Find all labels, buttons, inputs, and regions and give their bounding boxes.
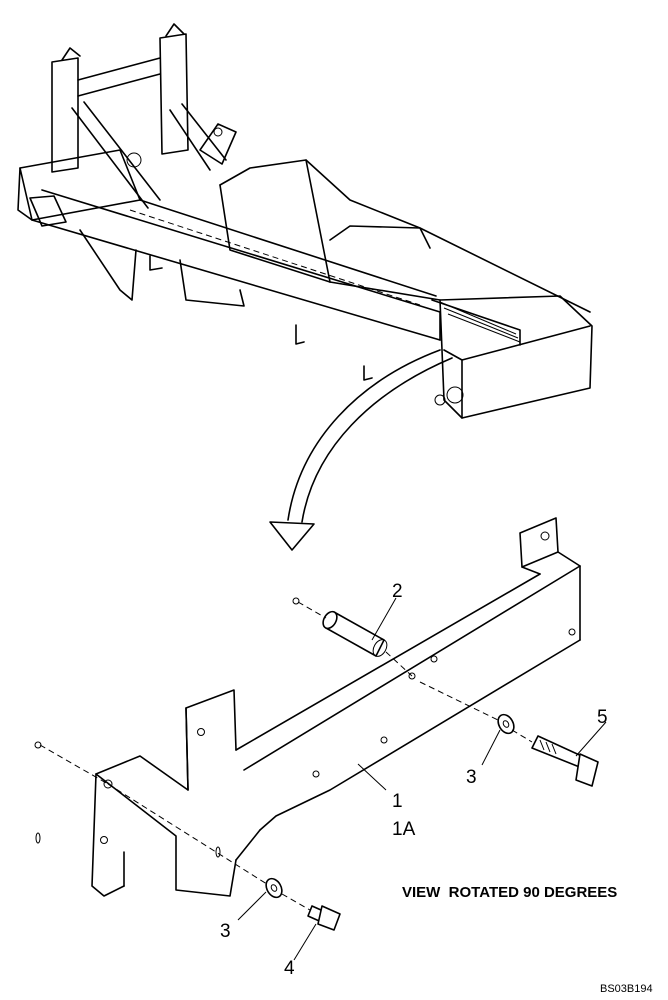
callout-bolt-long: 5: [597, 707, 608, 728]
machine-frame-assembly: [17, 23, 593, 419]
left-fastener-set: [34, 741, 341, 931]
right-fastener-set: [419, 681, 599, 787]
callout-washer-left: 3: [220, 921, 231, 942]
callout-bracket: 1: [392, 791, 403, 812]
figure-id: BS03B194: [600, 983, 653, 995]
view-caption: VIEW ROTATED 90 DEGREES: [402, 884, 617, 901]
mounting-bracket: [91, 517, 581, 897]
leader-lines: [237, 597, 607, 961]
callout-washer-right: 3: [466, 767, 477, 788]
callout-spacer: 2: [392, 581, 403, 602]
spacer-part: [292, 597, 413, 677]
callout-bolt-short: 4: [284, 958, 295, 979]
callout-bracket-alt: 1A: [392, 819, 416, 840]
view-rotation-arrow: [269, 349, 453, 551]
